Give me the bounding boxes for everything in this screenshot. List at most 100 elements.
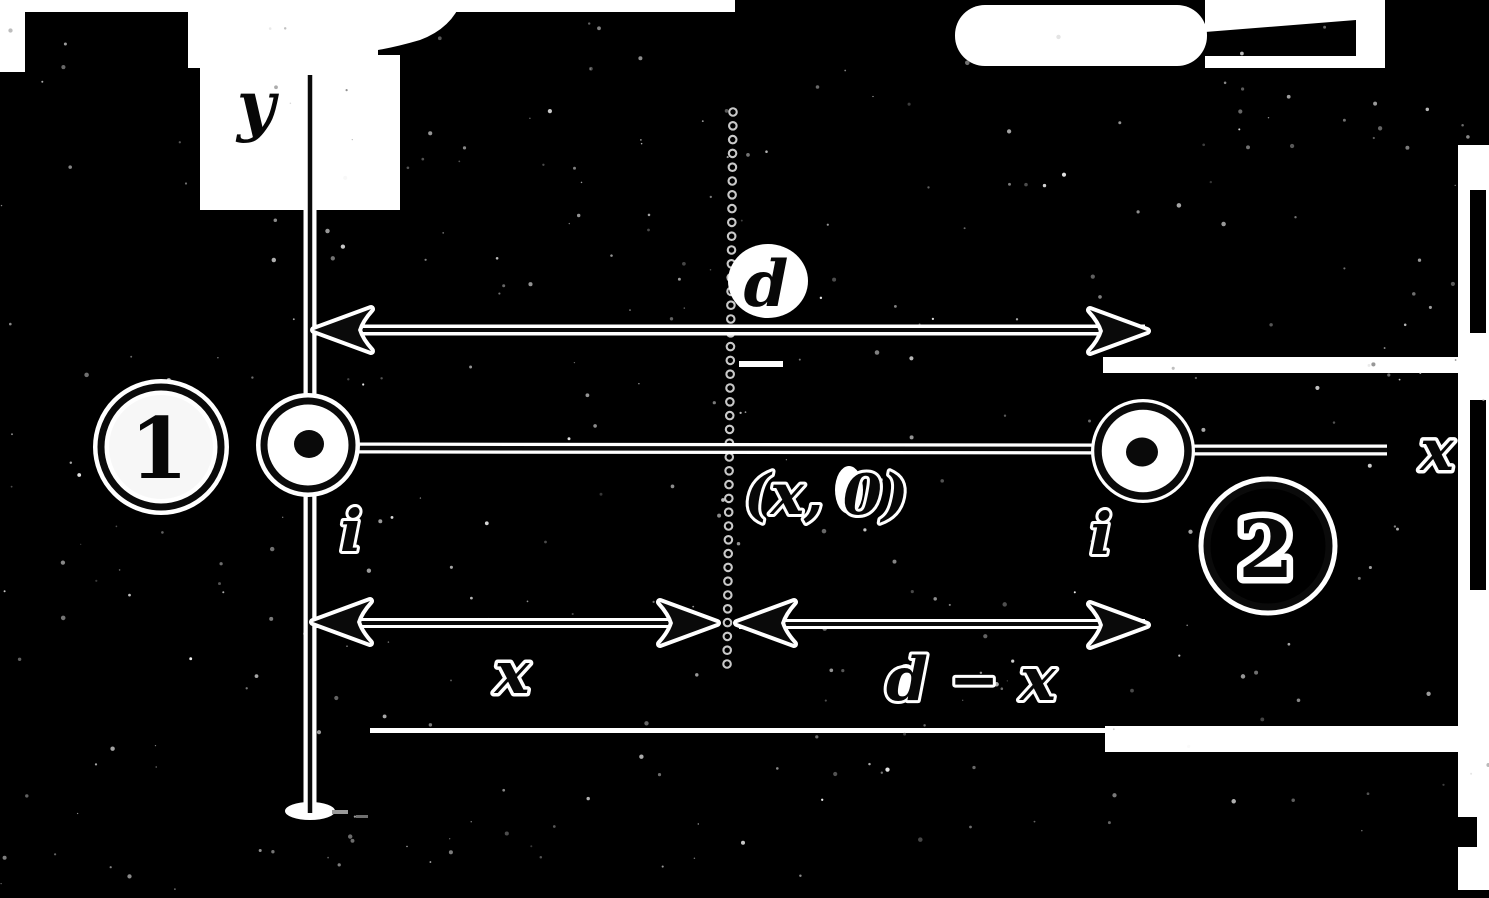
noise-speckle bbox=[340, 244, 346, 249]
noise-speckle bbox=[155, 766, 157, 768]
noise-speckle bbox=[60, 615, 66, 621]
noise-speckle bbox=[94, 763, 98, 766]
noise-speckle bbox=[1482, 398, 1485, 402]
noise-speckle bbox=[844, 69, 847, 72]
noise-speckle bbox=[1287, 642, 1291, 646]
arrowhead-icon bbox=[1090, 310, 1147, 352]
noise-speckle bbox=[880, 478, 883, 482]
scan-artifact-curved-blob bbox=[378, 0, 462, 50]
noise-speckle bbox=[1254, 670, 1259, 675]
y-axis-label: y bbox=[235, 66, 280, 144]
arrowhead-icon bbox=[314, 309, 371, 351]
noise-speckle bbox=[268, 27, 272, 30]
noise-speckle bbox=[1176, 203, 1182, 208]
noise-speckle bbox=[437, 36, 442, 41]
arrowhead-icon bbox=[1090, 604, 1147, 646]
noise-speckle bbox=[746, 153, 750, 157]
noise-speckle bbox=[1260, 717, 1265, 722]
noise-speckle bbox=[222, 591, 225, 594]
noise-speckle bbox=[909, 435, 914, 440]
noise-speckle bbox=[1061, 172, 1067, 177]
noise-speckle bbox=[1112, 728, 1115, 731]
dotted-line-dot-core bbox=[726, 468, 732, 474]
noise-speckle bbox=[1171, 366, 1175, 370]
noise-speckle bbox=[948, 603, 951, 606]
noise-speckle bbox=[815, 85, 820, 89]
scan-artifact-bottom-band bbox=[1105, 726, 1489, 752]
noise-speckle bbox=[892, 559, 897, 564]
noise-speckle bbox=[1130, 688, 1134, 693]
noise-speckle bbox=[406, 845, 408, 848]
noise-speckle bbox=[539, 856, 543, 859]
noise-speckle bbox=[470, 821, 472, 823]
noise-speckle bbox=[1107, 821, 1111, 825]
noise-speckle bbox=[378, 519, 383, 524]
scan-artifact-top-sliver bbox=[1205, 0, 1385, 68]
noise-speckle bbox=[1015, 318, 1019, 321]
noise-speckle bbox=[8, 28, 13, 33]
arrowhead-icon bbox=[737, 602, 794, 644]
noise-speckle bbox=[1366, 792, 1370, 796]
noise-speckle bbox=[829, 668, 834, 673]
scan-artifact-right-notch bbox=[1458, 817, 1477, 847]
noise-speckle bbox=[69, 461, 73, 464]
noise-speckle bbox=[863, 528, 867, 532]
noise-speckle bbox=[449, 838, 451, 840]
noise-speckle bbox=[343, 175, 348, 180]
noise-speckle bbox=[669, 317, 674, 321]
noise-speckle bbox=[1387, 373, 1391, 377]
noise-speckle bbox=[963, 227, 966, 230]
noise-speckle bbox=[1240, 674, 1246, 679]
dotted-line-dot-core bbox=[725, 550, 731, 557]
noise-speckle bbox=[502, 788, 506, 792]
noise-speckle bbox=[640, 139, 642, 141]
noise-speckle bbox=[366, 568, 372, 573]
badge-1-number: 1 bbox=[130, 399, 188, 498]
x-axis-label: x bbox=[1419, 418, 1454, 484]
noise-speckle bbox=[1006, 129, 1012, 134]
noise-speckle bbox=[1003, 414, 1007, 417]
noise-speckle bbox=[217, 356, 219, 359]
noise-speckle bbox=[683, 307, 686, 309]
noise-speckle bbox=[2, 855, 7, 860]
noise-speckle bbox=[610, 254, 613, 257]
noise-speckle bbox=[387, 641, 390, 643]
dotted-line-dot-core bbox=[729, 150, 736, 157]
noise-speckle bbox=[330, 256, 335, 261]
noise-speckle bbox=[76, 812, 79, 815]
noise-speckle bbox=[580, 181, 583, 184]
noise-speckle bbox=[931, 317, 935, 321]
noise-speckle bbox=[1267, 116, 1270, 119]
noise-speckle bbox=[9, 322, 12, 326]
noise-speckle bbox=[0, 204, 3, 207]
noise-speckle bbox=[289, 102, 292, 105]
noise-speckle bbox=[428, 131, 433, 136]
dotted-line-dot-core bbox=[725, 537, 732, 543]
noise-speckle bbox=[1289, 143, 1295, 149]
noise-speckle bbox=[421, 157, 425, 161]
noise-speckle bbox=[893, 304, 897, 308]
noise-speckle bbox=[346, 645, 348, 648]
noise-speckle bbox=[1286, 94, 1291, 99]
dotted-line-dot-core bbox=[729, 178, 735, 184]
noise-speckle bbox=[1342, 118, 1346, 122]
noise-speckle bbox=[1377, 126, 1383, 131]
dotted-line-dot-core bbox=[725, 564, 731, 571]
dotted-line-dot-core bbox=[729, 192, 735, 198]
noise-speckle bbox=[419, 497, 422, 499]
noise-speckle bbox=[1486, 763, 1489, 767]
noise-speckle bbox=[109, 866, 112, 869]
point-label: (x, 0) bbox=[744, 462, 908, 528]
noise-speckle bbox=[599, 492, 603, 496]
arrowheads-layer bbox=[309, 305, 1151, 650]
noise-speckle bbox=[880, 771, 883, 774]
noise-speckle bbox=[1357, 576, 1361, 580]
wire-2-current-dot-icon bbox=[1126, 437, 1158, 467]
noise-speckle bbox=[909, 356, 914, 361]
scan-artifact-bottom-thin-streak bbox=[370, 728, 1105, 733]
noise-speckle bbox=[1425, 107, 1430, 112]
noise-speckle bbox=[498, 292, 501, 295]
noise-speckle bbox=[1296, 698, 1301, 703]
noise-speckle bbox=[1454, 359, 1457, 361]
